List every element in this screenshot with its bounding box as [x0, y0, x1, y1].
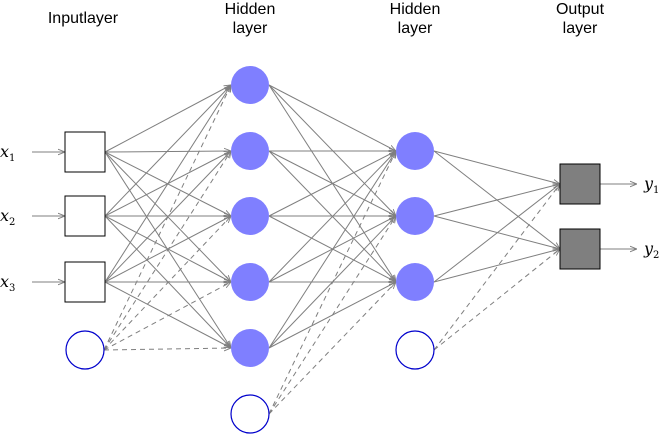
input-label-3: x3: [0, 272, 15, 294]
hidden2-bias-node: [395, 330, 435, 370]
output-label-1: y1: [643, 174, 659, 196]
output-node-2: [559, 228, 601, 270]
hidden1-bias-node: [230, 394, 270, 434]
input-label-1: x1: [0, 142, 15, 164]
edge-bias-h1-h2-3: [268, 282, 396, 415]
edge-h2-3-out-2: [433, 249, 560, 283]
hidden-layer-1-title-line-2: layer: [233, 20, 268, 37]
hidden2-node-2: [396, 197, 434, 235]
connections: [32, 84, 637, 415]
input-node-1: [64, 131, 106, 173]
edge-h2-3-out-1: [433, 184, 560, 283]
edge-in2-h1-1: [104, 85, 231, 217]
hidden1-node-5: [231, 329, 269, 367]
input-node-3: [64, 261, 106, 303]
hidden-layer-1-title-line-1: Hidden: [225, 1, 276, 18]
output-node-1: [559, 163, 601, 205]
input-label-2: x2: [0, 206, 15, 228]
edge-bias-h2-out-2: [433, 249, 560, 351]
edge-in1-h1-2: [104, 151, 231, 152]
edge-bias-in-h1-3: [103, 216, 231, 351]
edge-h1-1-h2-1: [268, 84, 396, 151]
edge-h1-3-h2-1: [268, 151, 396, 217]
input-bias-node: [65, 330, 105, 370]
edge-h2-2-out-1: [433, 184, 560, 217]
hidden1-node-1: [231, 66, 269, 104]
hidden1-node-4: [231, 263, 269, 301]
output-layer-title-line-1: Output: [556, 1, 605, 18]
hidden-layer-2-title-line-2: layer: [398, 20, 433, 37]
output-layer-title-line-2: layer: [563, 20, 598, 37]
edge-bias-in-h1-2: [103, 151, 231, 351]
edge-bias-in-h1-5: [103, 348, 231, 350]
nodes: [64, 66, 601, 434]
edge-bias-h2-out-1: [433, 184, 560, 351]
edge-bias-h1-h2-2: [268, 216, 396, 415]
edge-in3-h1-5: [104, 281, 231, 348]
edge-in1-h1-1: [104, 85, 231, 153]
input-layer-title: Inputlayer: [48, 10, 119, 27]
hidden1-node-2: [231, 132, 269, 170]
edge-bias-in-h1-1: [103, 85, 231, 351]
edge-bias-h1-h2-1: [268, 151, 396, 415]
hidden2-node-3: [396, 263, 434, 301]
output-label-2: y2: [643, 239, 659, 261]
hidden-layer-2-title-line-1: Hidden: [390, 1, 441, 18]
edge-h2-1-out-1: [433, 150, 560, 184]
edge-bias-in-h1-4: [103, 282, 231, 351]
input-node-2: [64, 195, 106, 237]
hidden2-node-1: [396, 132, 434, 170]
edge-h1-4-h2-1: [268, 151, 396, 283]
edge-h1-5-h2-1: [268, 151, 396, 349]
edge-in3-h1-1: [104, 85, 231, 283]
hidden1-node-3: [231, 197, 269, 235]
